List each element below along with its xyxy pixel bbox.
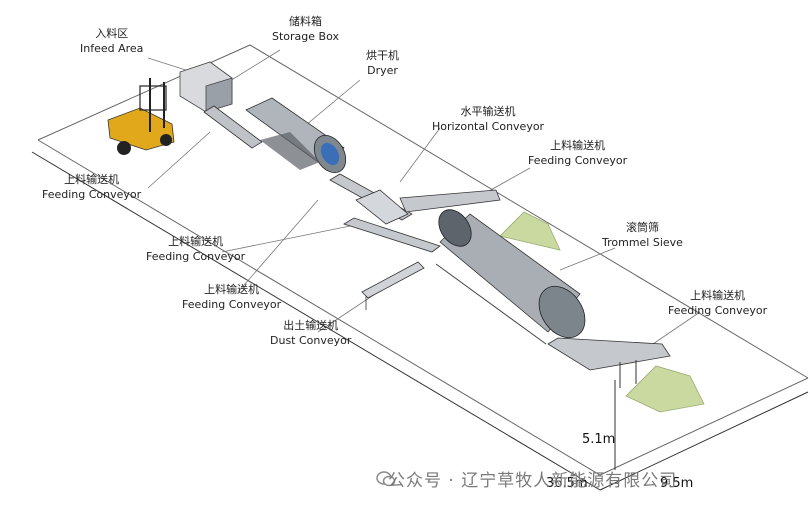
infeed-area-label: 入料区 Infeed Area <box>80 27 144 55</box>
feeding-conveyor-label-right: 上料输送机 Feeding Conveyor <box>668 289 768 317</box>
feeding-conveyor-3 <box>343 189 441 253</box>
feeding-conveyor-1 <box>203 105 263 149</box>
length-dimension: 36.5m <box>546 476 588 491</box>
watermark-text: 公众号 · 辽宁草牧人新能源有限公司 <box>388 471 678 491</box>
feeding-conveyor-4 <box>547 337 671 388</box>
forklift <box>107 78 175 155</box>
storage-box <box>179 61 233 113</box>
trommel-sieve <box>435 209 586 345</box>
dust-conveyor-label: 出土输送机 Dust Conveyor <box>270 319 352 347</box>
dryer <box>245 97 347 174</box>
feeding-conveyor-label-left2: 上料输送机 Feeding Conveyor <box>146 235 246 263</box>
compost-pile-1 <box>499 211 561 251</box>
feeding-conveyor-label-left1: 上料输送机 Feeding Conveyor <box>42 173 142 201</box>
compost-pile-2 <box>625 365 705 413</box>
trommel-sieve-label: 滚筒筛 Trommel Sieve <box>602 221 683 249</box>
width-dimension: 9.5m <box>660 476 694 491</box>
wechat-icon <box>376 471 396 487</box>
dimension-lines <box>31 151 809 491</box>
feeding-conveyor-2 <box>399 189 501 213</box>
dust-conveyor <box>361 261 425 310</box>
feeding-conveyor-label-top: 上料输送机 Feeding Conveyor <box>528 139 628 167</box>
dryer-label: 烘干机 Dryer <box>366 49 399 77</box>
storage-box-label: 储料箱 Storage Box <box>272 15 339 43</box>
height-dimension: 5.1m <box>582 432 616 447</box>
feeding-conveyor-label-left3: 上料输送机 Feeding Conveyor <box>182 283 282 311</box>
horizontal-conveyor-label: 水平输送机 Horizontal Conveyor <box>432 105 545 133</box>
